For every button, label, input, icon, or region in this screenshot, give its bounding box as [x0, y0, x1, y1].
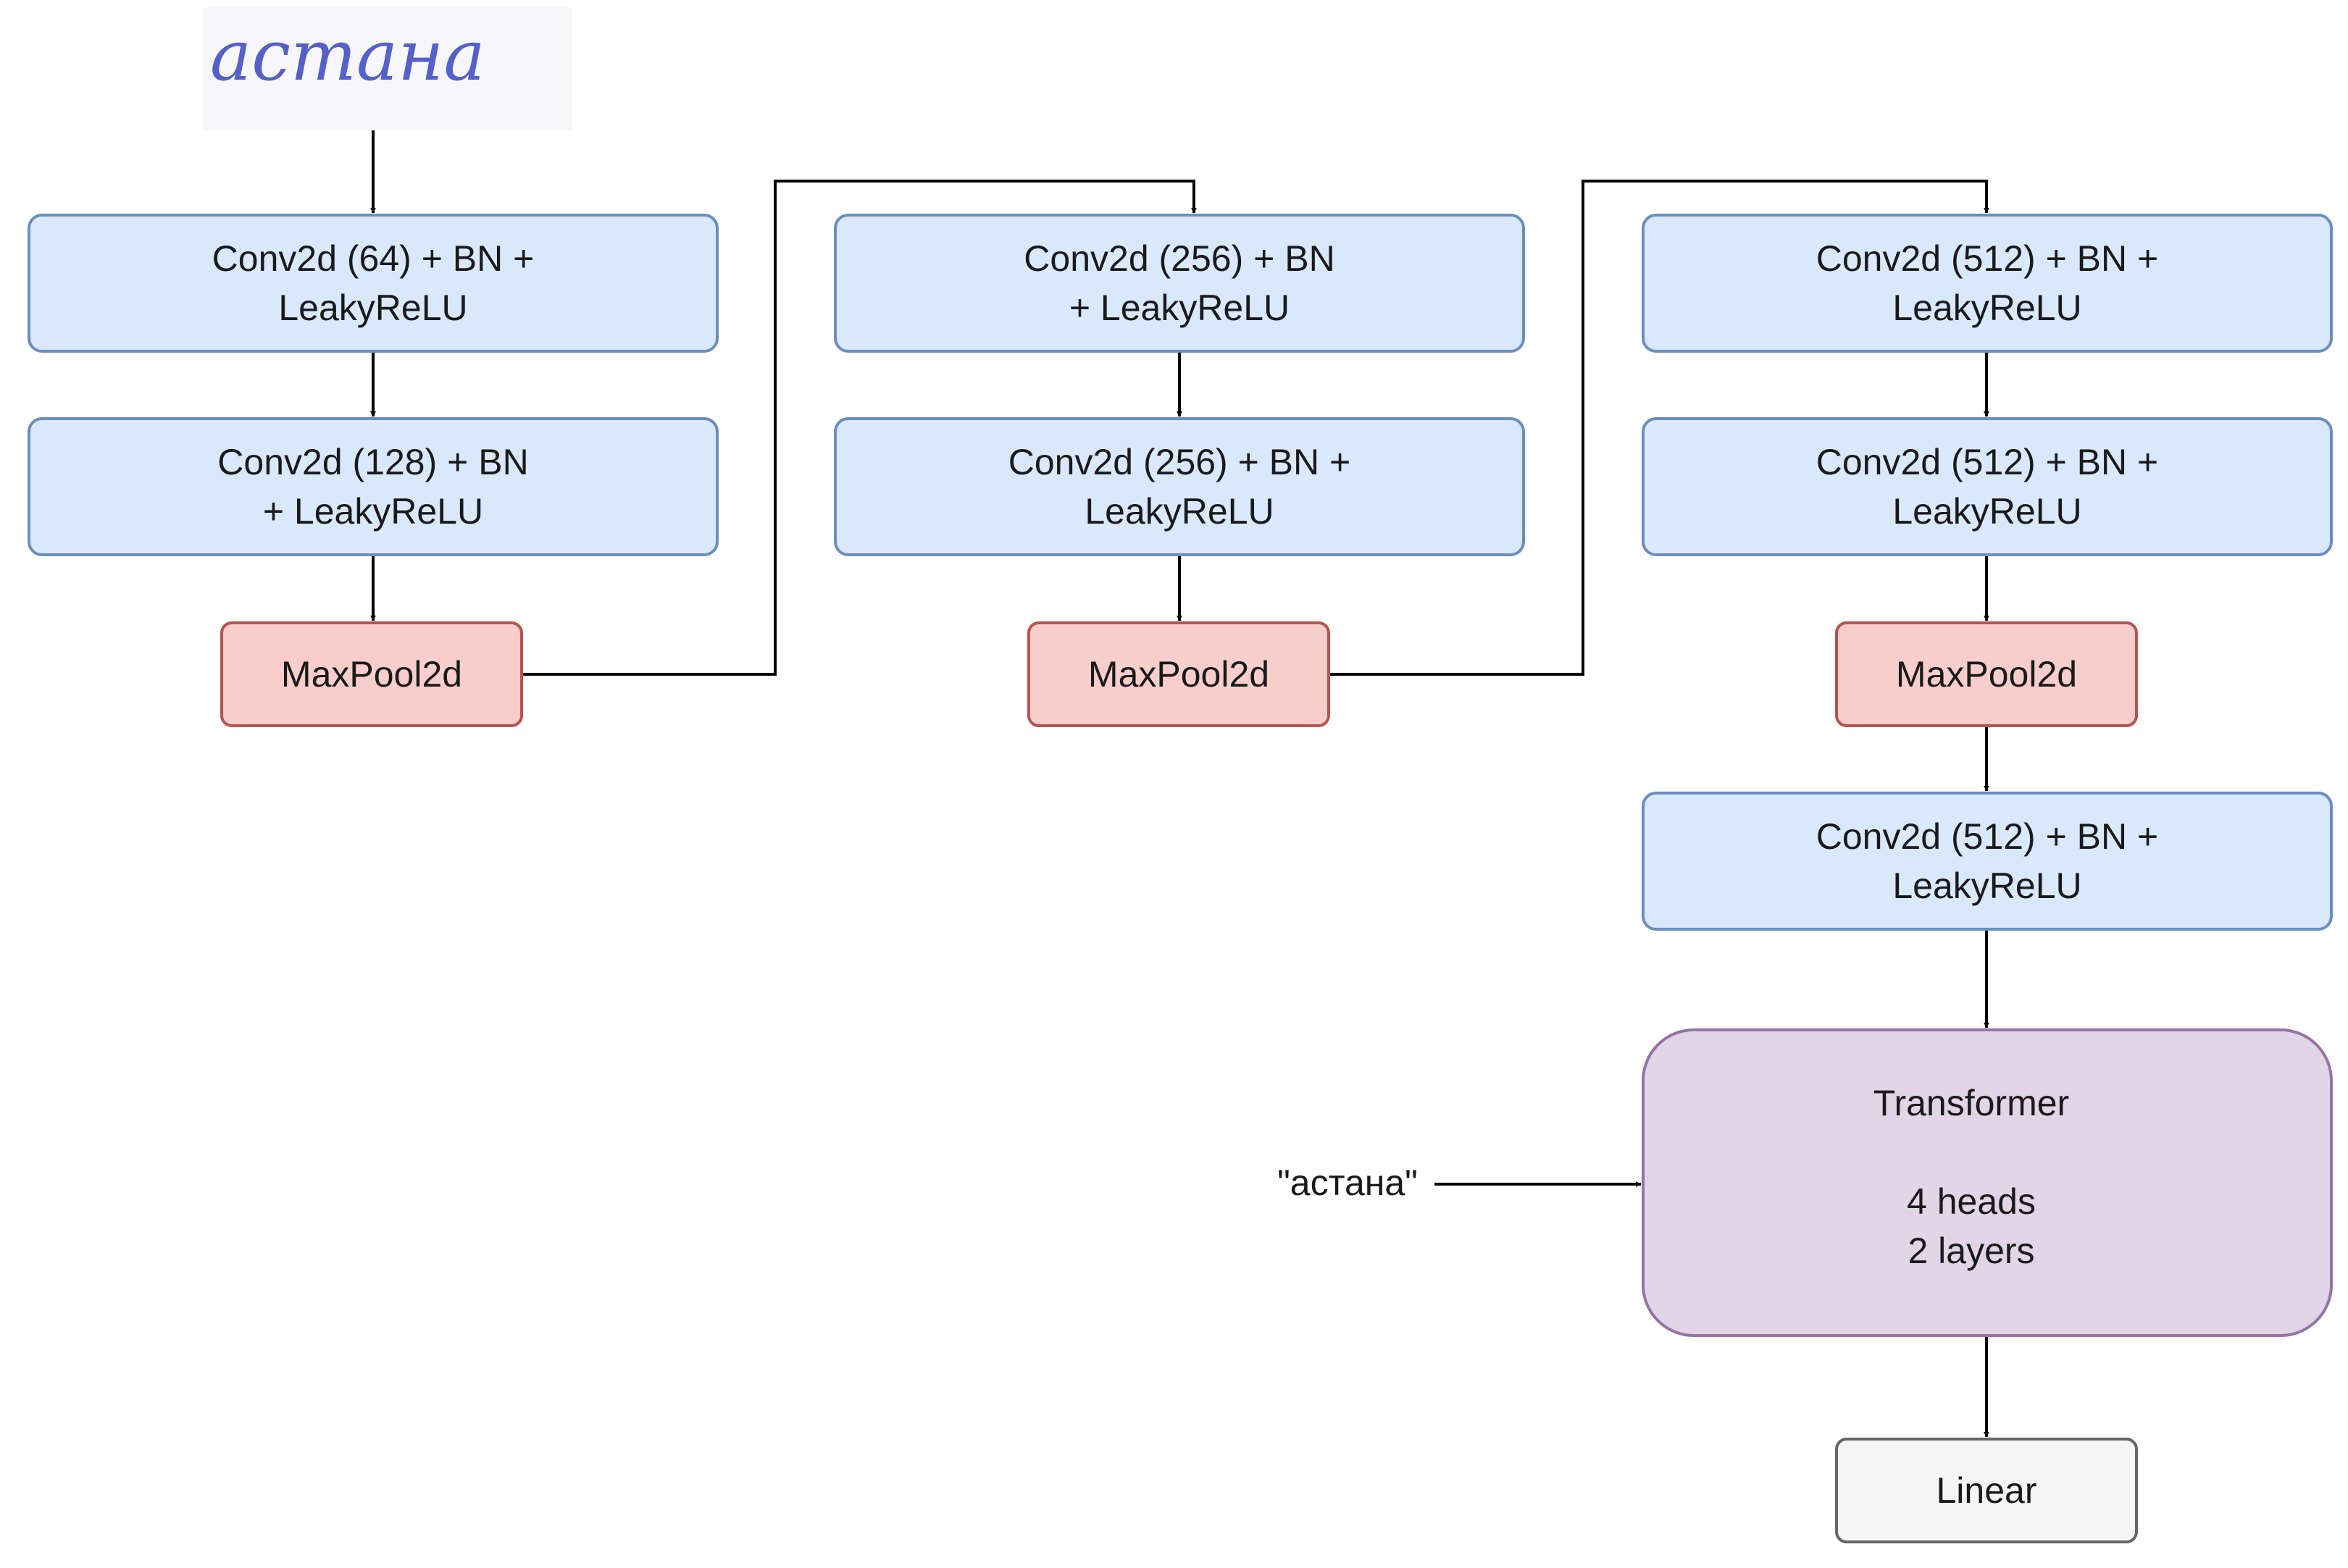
node-pool-2: MaxPool2d [1027, 621, 1330, 727]
node-label-line: Linear [1937, 1470, 2037, 1511]
node-label-line: LeakyReLU [1085, 491, 1274, 532]
handwritten-word: астана [210, 15, 485, 96]
node-linear: Linear [1835, 1438, 2138, 1543]
node-label-line: Conv2d (256) + BN [1024, 238, 1334, 279]
edge-pool1-to-conv256a [522, 180, 1197, 676]
node-label-line: LeakyReLU [1892, 288, 2081, 328]
node-label-line: + LeakyReLU [263, 491, 483, 532]
node-label-line: Conv2d (512) + BN + [1816, 238, 2159, 279]
node-label-line: Conv2d (256) + BN + [1008, 442, 1351, 482]
node-label-line: Conv2d (128) + BN [217, 442, 528, 482]
target-text-label: "астана" [1277, 1162, 1418, 1203]
node-label-line: LeakyReLU [1892, 865, 2081, 906]
handwritten-input-image: астана [203, 7, 572, 130]
node-label-line: Conv2d (64) + BN + [212, 238, 535, 279]
node-box [28, 214, 719, 353]
node-conv-512-b: Conv2d (512) + BN + LeakyReLU [1642, 417, 2333, 556]
node-label-line: MaxPool2d [281, 654, 462, 695]
edges [370, 130, 1989, 1438]
node-box [1642, 214, 2333, 353]
nodes: Conv2d (64) + BN + LeakyReLU Conv2d (128) … [28, 214, 2333, 1543]
node-label-line: MaxPool2d [1088, 654, 1269, 695]
node-conv-256-a: Conv2d (256) + BN + LeakyReLU [834, 214, 1525, 353]
node-label-line: Transformer [1873, 1083, 2069, 1123]
node-conv-256-b: Conv2d (256) + BN + LeakyReLU [834, 417, 1525, 556]
node-box [834, 214, 1525, 353]
node-label-line: Conv2d (512) + BN + [1816, 442, 2159, 482]
node-box [834, 417, 1525, 556]
node-box [28, 417, 719, 556]
node-box [1642, 792, 2333, 931]
node-conv-512-a: Conv2d (512) + BN + LeakyReLU [1642, 214, 2333, 353]
node-pool-1: MaxPool2d [220, 621, 523, 727]
node-box [1835, 621, 2138, 727]
edge-pool2-to-conv512a [1329, 180, 1989, 676]
node-pool-3: MaxPool2d [1835, 621, 2138, 727]
node-box [1642, 1028, 2333, 1337]
node-conv-128: Conv2d (128) + BN + LeakyReLU [28, 417, 719, 556]
node-label-line: Conv2d (512) + BN + [1816, 816, 2159, 857]
node-label-line: + LeakyReLU [1069, 288, 1290, 328]
node-transformer: Transformer 4 heads 2 layers [1642, 1028, 2333, 1337]
node-conv-64: Conv2d (64) + BN + LeakyReLU [28, 214, 719, 353]
node-box [1642, 417, 2333, 556]
node-label-line: MaxPool2d [1896, 654, 2077, 695]
node-conv-512-c: Conv2d (512) + BN + LeakyReLU [1642, 792, 2333, 931]
node-label-line: LeakyReLU [278, 288, 467, 328]
node-label-line: LeakyReLU [1892, 491, 2081, 532]
node-box [1835, 1438, 2138, 1543]
node-label-line: 4 heads [1907, 1181, 2036, 1222]
node-box [220, 621, 523, 727]
node-box [1027, 621, 1330, 727]
node-label-line: 2 layers [1908, 1230, 2034, 1271]
